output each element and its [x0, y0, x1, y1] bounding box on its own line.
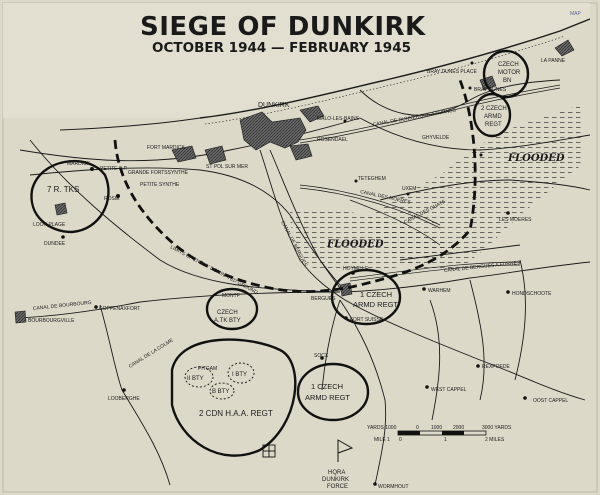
unit-positions	[30, 49, 530, 457]
town-rosendael: ROSENDAEL	[317, 137, 348, 143]
unit-2-czech-3: REGT	[485, 122, 502, 128]
scale-yards-0: 0	[416, 425, 419, 431]
town-dunkirk: DUNKIRK	[258, 102, 290, 109]
town-malo: MALO-LES-BAINS	[317, 116, 360, 122]
town-dundee: DUNDEE	[44, 241, 66, 247]
scale-yards-label: YARDS 1000	[367, 425, 397, 431]
town-loon-plage: LOON PLAGE	[33, 222, 66, 228]
mardick-fort-area	[171, 145, 197, 163]
map-subtitle: OCTOBER 1944 — FEBRUARY 1945	[152, 40, 411, 56]
town-markers	[61, 61, 527, 486]
unit-czech-motor-2: MOTOR	[498, 70, 521, 76]
flooded-label-east: FLOODED	[507, 153, 565, 164]
town-wormhout: WORMHOUT	[378, 484, 409, 490]
sea	[3, 3, 590, 118]
town-les-moeres: LES MOERES	[499, 217, 532, 223]
town-rosie: ROSIE	[104, 196, 120, 202]
unit-cdn-haa: 2 CDN H.A.A. REGT	[199, 409, 273, 418]
flooded-area-east	[370, 105, 582, 268]
town-montf: MONTF	[222, 293, 240, 299]
unit-2-czech-1: 2 CZECH	[481, 106, 507, 112]
unit-1-czech-top-2: ARMD REGT	[353, 300, 398, 309]
town-petite-synthe: PETITE SYNTHE	[140, 182, 180, 188]
town-uxem: UXEM	[402, 186, 416, 192]
unit-1-czech-bottom-2: ARMD REGT	[305, 393, 350, 402]
town-warhem: WARHEM	[428, 288, 451, 294]
unit-bty-2: II BTY	[187, 376, 204, 382]
7rtks-position	[30, 160, 110, 234]
town-petite-sp: PETITE S.P.	[100, 166, 128, 172]
map-title: SIEGE OF DUNKIRK	[140, 12, 426, 42]
battery-positions	[184, 362, 255, 400]
czech-motor-bn-position	[482, 49, 530, 99]
flooded-area-south	[290, 208, 455, 272]
enemy-perimeter-line	[113, 79, 477, 293]
malo-town	[299, 105, 325, 123]
hqra-flag-icon	[337, 439, 354, 462]
scale-yards-2000: 2000	[453, 425, 464, 431]
st-pol-area	[204, 145, 227, 165]
town-mardick: MARDICK	[67, 161, 91, 167]
1-czech-armd-top-position	[330, 268, 402, 326]
unit-2-czech-2: ARMD	[484, 114, 502, 120]
2-czech-armd-position	[472, 92, 512, 138]
town-ghyvelde: GHYVELDE	[422, 135, 450, 141]
unit-czech-atk-1: CZECH	[217, 310, 238, 316]
unit-czech-motor-3: BN	[503, 78, 511, 84]
scale-mile-label: MILE 1	[374, 437, 390, 443]
flooded-label-south: FLOODED	[326, 239, 384, 250]
scale-yards-3000: 3000 YARDS	[482, 425, 512, 431]
unit-bty-1: I BTY	[232, 372, 247, 378]
corner-label: MAP	[570, 11, 582, 17]
grid-reference-icon	[262, 444, 276, 458]
town-grande-synthe: GRANDE FORTSSYNTHE	[128, 170, 189, 176]
town-pitgam: PITGAM	[198, 366, 217, 372]
scale-mile-2: 2 MILES	[485, 437, 505, 443]
town-st-pol: ST POL SUR MER	[206, 164, 248, 170]
town-west-cappel: WEST CAPPEL	[431, 387, 467, 393]
bourbourg-area	[14, 310, 27, 324]
rosendael-town	[289, 143, 313, 161]
cdn-haa-position	[170, 338, 297, 457]
scale-mile-1: 1	[444, 437, 447, 443]
scale-yards-1000: 1000	[431, 425, 442, 431]
dunkirk-town	[239, 111, 307, 151]
town-teteghem: TETEGHEM	[358, 176, 386, 182]
town-hondschoote: HONDSCHOOTE	[512, 291, 552, 297]
unit-czech-motor-1: CZECH	[498, 62, 519, 68]
town-bourbourgville: BOURBOURGVILLE	[28, 318, 75, 324]
town-rexpoede: REXPOEDE	[482, 364, 510, 370]
unit-hqra-2: DUNKIRK	[322, 477, 349, 483]
unit-czech-atk-2: A.TK BTY	[214, 318, 241, 324]
town-fort-suisse: FORT SUISSE	[350, 317, 384, 323]
unit-hqra-3: FORCE	[327, 484, 348, 490]
czech-atk-position	[205, 287, 259, 331]
town-la-panne: LA PANNE	[541, 58, 566, 64]
town-bray-dunes-place: BRAY DUNES PLACE	[427, 69, 477, 75]
town-coppenaxfort: COPPENAXFORT	[99, 306, 140, 312]
urban-areas	[14, 39, 575, 324]
town-hoymille: HOYMILLE	[343, 266, 369, 272]
loon-area	[54, 202, 68, 216]
town-bray-dunes: BRAY DUNES	[474, 87, 507, 93]
scale-mile-0: 0	[399, 437, 402, 443]
coastline-west	[59, 117, 201, 131]
unit-1-czech-top-1: 1 CZECH	[360, 290, 392, 299]
town-socx: SOCX	[314, 353, 329, 359]
town-bergues: BERGUES	[311, 296, 336, 302]
unit-7-rtks: 7 R. TKS	[47, 185, 79, 194]
town-fort-mardick: FORT MARDICK	[147, 145, 186, 151]
unit-hqra-1: HQRA	[328, 470, 345, 476]
unit-1-czech-bottom-1: 1 CZECH	[311, 382, 343, 391]
1-czech-armd-bottom-position	[296, 362, 370, 422]
la-panne-area	[554, 39, 575, 57]
town-oost-cappel: OOST CAPPEL	[533, 398, 568, 404]
scale-bar	[397, 430, 487, 436]
unit-bty-b: B BTY	[212, 389, 229, 395]
coastline	[199, 18, 591, 119]
town-loobergne: LOOBERGHE	[108, 396, 140, 402]
